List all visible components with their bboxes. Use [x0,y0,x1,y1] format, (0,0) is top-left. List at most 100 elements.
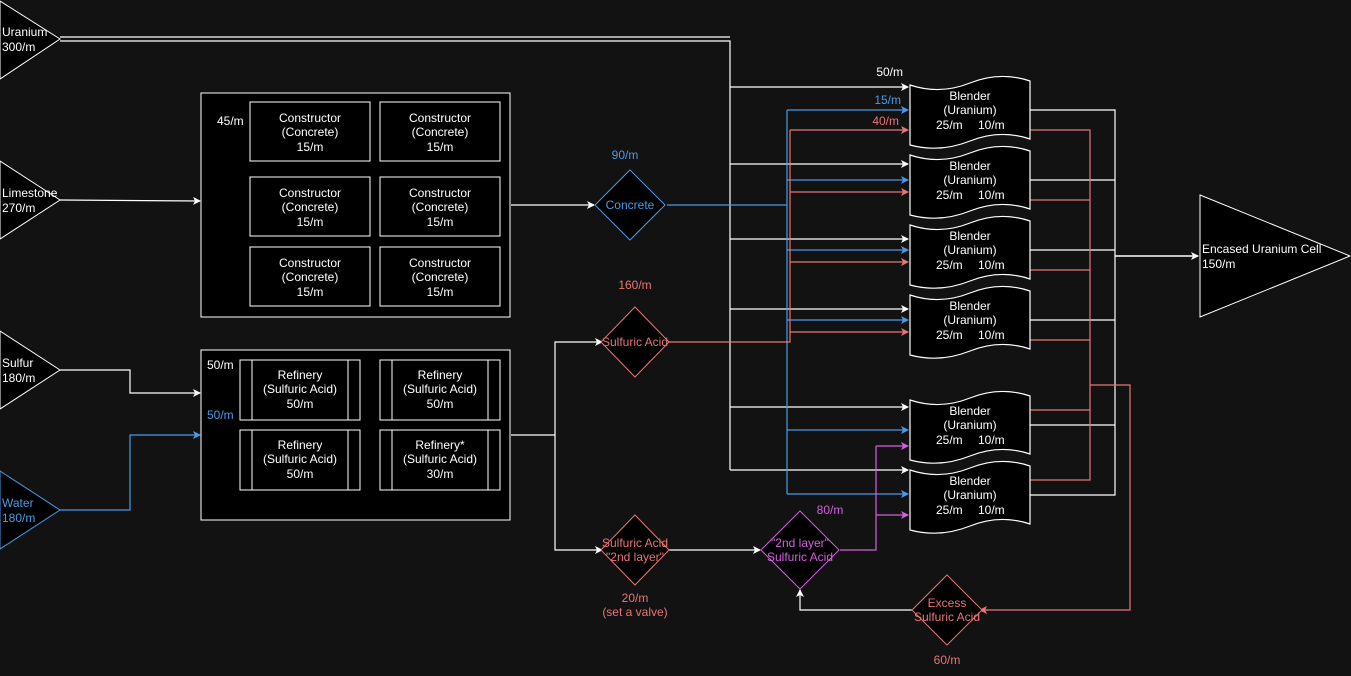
source-water[interactable]: Water 180/m [0,470,61,550]
source-sulfur-rate: 180/m [2,371,35,385]
blender-byproduct-rate: 10/m [978,258,1005,272]
acid-bus [667,130,791,343]
limestone-line [59,196,201,205]
machine-recipe: (Sulfuric Acid) [403,452,477,466]
machine-name: Constructor [409,111,471,125]
machine-recipe: (Concrete) [282,270,339,284]
concrete-node[interactable]: 90/m Concrete [594,148,666,241]
output-rate: 150/m [1202,257,1235,271]
blender-name: Blender [949,159,990,173]
blender-recipe: (Uranium) [943,103,996,117]
blender-byproduct-rate: 10/m [978,503,1005,517]
machine-name: Refinery [278,438,323,452]
blender-output-rate: 25/m [936,258,963,272]
machine-name: Constructor [279,186,341,200]
blender-name: Blender [949,474,990,488]
sulfur-line [60,369,201,397]
sulfuric-acid-2nd-node[interactable]: Sulfuric Acid "2nd layer" 20/m (set a va… [600,514,670,619]
source-sulfur[interactable]: Sulfur 180/m [0,330,61,410]
blender-recipe: (Uranium) [943,418,996,432]
machine-rate: 15/m [297,215,324,229]
blender-recipe: (Uranium) [943,488,996,502]
refinery-to-acid-2nd [554,435,603,554]
blender-output-rate: 25/m [936,118,963,132]
refinery-machine[interactable]: Refinery(Sulfuric Acid)50/m [379,359,501,421]
blender-output-rate: 25/m [936,188,963,202]
second-layer-node[interactable]: 80/m "2nd layer" Sulfuric Acid [760,503,844,590]
sulfuric-acid-2nd-line1: Sulfuric Acid [602,536,668,550]
sulfuric-acid-2nd-rate: 20/m [622,591,649,605]
blender-byproduct-rate: 10/m [978,328,1005,342]
excess-rate: 60/m [934,653,961,667]
blender-name: Blender [949,404,990,418]
blender-name: Blender [949,299,990,313]
concrete-name: Concrete [606,198,655,212]
constructor-machine[interactable]: Constructor(Concrete)15/m [379,246,501,307]
sulfuric-acid-rate: 160/m [618,278,651,292]
source-water-rate: 180/m [2,511,35,525]
excess-line2: Sulfuric Acid [914,610,980,624]
blender-uranium-input-label: 50/m [876,65,903,79]
machine-name: Constructor [279,111,341,125]
machine-rate: 50/m [287,467,314,481]
constructor-input-label: 45/m [217,114,244,128]
refinery-machine[interactable]: Refinery(Sulfuric Acid)50/m [239,429,361,491]
output-encased-uranium-cell[interactable]: Encased Uranium Cell 150/m [1199,194,1351,318]
machine-name: Constructor [409,186,471,200]
source-uranium-rate: 300/m [2,40,35,54]
refinery-group[interactable]: 50/m 50/m Refinery(Sulfuric Acid)50/mRef… [200,349,511,521]
blender-machine[interactable]: Blender(Uranium)25/m 10/m [909,285,1031,359]
source-water-name: Water [2,496,34,510]
machine-recipe: (Concrete) [282,125,339,139]
constructor-machine[interactable]: Constructor(Concrete)15/m [379,176,501,237]
second-layer-line2: Sulfuric Acid [767,550,833,564]
uranium-line [60,40,731,470]
constructor-machine[interactable]: Constructor(Concrete)15/m [249,246,371,307]
blender-name: Blender [949,229,990,243]
refinery-sulfur-label: 50/m [207,358,234,372]
concrete-rate: 90/m [612,148,639,162]
refinery-machine[interactable]: Refinery*(Sulfuric Acid)30/m [379,429,501,491]
machine-recipe: (Concrete) [282,200,339,214]
refinery-machine[interactable]: Refinery(Sulfuric Acid)50/m [239,359,361,421]
blender-byproduct-rate: 10/m [978,433,1005,447]
output-name: Encased Uranium Cell [1202,242,1321,256]
water-line [60,431,201,511]
source-uranium[interactable]: Uranium 300/m [0,0,61,80]
machine-name: Refinery [418,368,463,382]
blender-output-rate: 25/m [936,328,963,342]
sulfuric-acid-node[interactable]: 160/m Sulfuric Acid [600,278,670,378]
source-limestone[interactable]: Limestone 270/m [0,160,61,240]
excess-to-second-layer [796,589,912,611]
second-layer-rate: 80/m [817,503,844,517]
source-limestone-rate: 270/m [2,201,35,215]
machine-rate: 15/m [297,140,324,154]
blender-recipe: (Uranium) [943,313,996,327]
machine-name: Constructor [409,256,471,270]
blender-recipe: (Uranium) [943,173,996,187]
constructor-machine[interactable]: Constructor(Concrete)15/m [249,176,371,237]
machine-name: Constructor [279,256,341,270]
refinery-water-label: 50/m [207,408,234,422]
machine-rate: 30/m [427,467,454,481]
machine-rate: 50/m [427,397,454,411]
machine-name: Refinery* [415,438,465,452]
blender-name: Blender [949,89,990,103]
constructor-group[interactable]: 45/m Constructor(Concrete)15/mConstructo… [200,92,511,318]
refinery-to-acid [511,338,603,436]
excess-acid-node[interactable]: Excess Sulfuric Acid 60/m [911,574,983,667]
machine-recipe: (Concrete) [412,270,469,284]
constructor-machine[interactable]: Constructor(Concrete)15/m [379,101,501,162]
blender-acid-input-label: 40/m [872,114,899,128]
constructor-machine[interactable]: Constructor(Concrete)15/m [249,101,371,162]
source-sulfur-name: Sulfur [2,356,33,370]
source-uranium-name: Uranium [2,25,47,39]
machine-rate: 15/m [427,215,454,229]
connectors [59,36,1199,614]
